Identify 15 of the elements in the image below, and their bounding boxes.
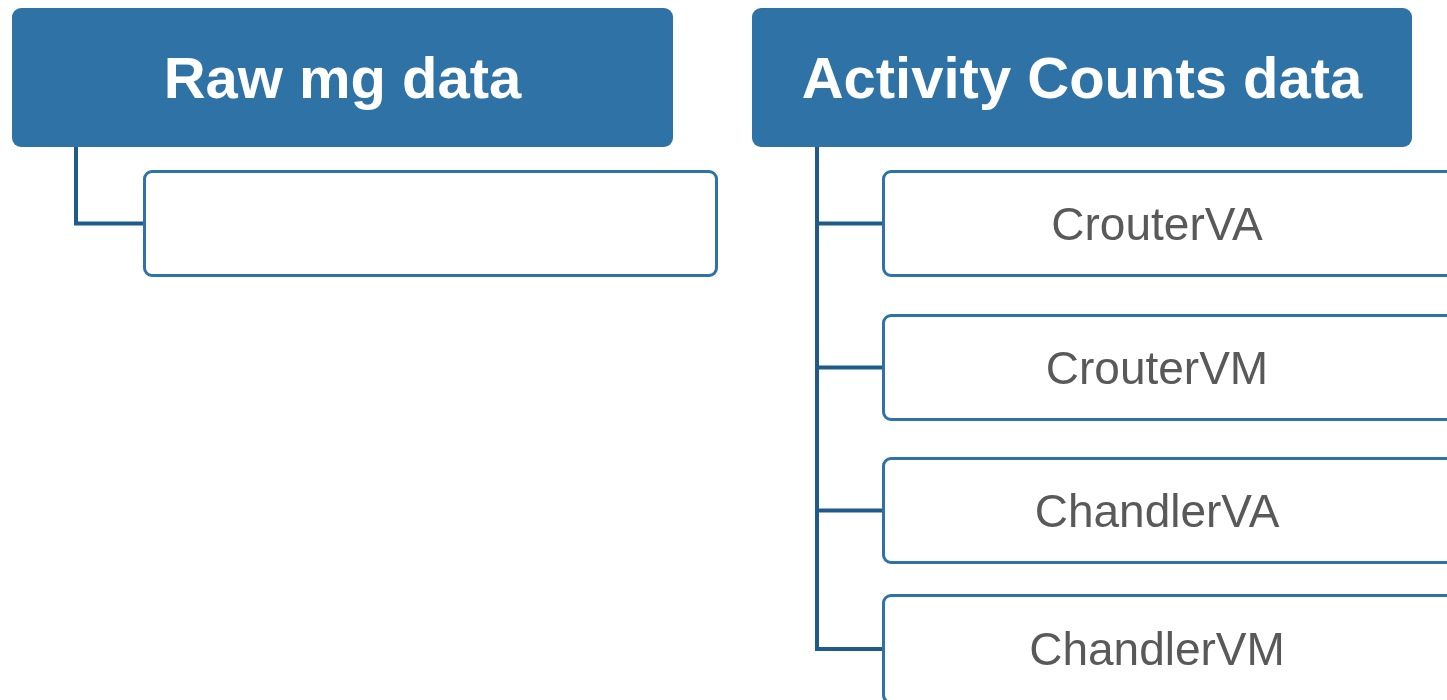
box-label: ChandlerVM bbox=[1029, 622, 1286, 676]
box-label: Raw mg data bbox=[163, 44, 522, 111]
method-box bbox=[143, 170, 718, 277]
connector-line bbox=[74, 147, 143, 226]
method-box bbox=[882, 314, 1447, 421]
box-label: Activity Counts data bbox=[801, 44, 1363, 111]
connector-line bbox=[815, 147, 882, 651]
method-box bbox=[882, 170, 1447, 277]
category-header-box bbox=[752, 8, 1412, 147]
box-label: CrouterVA bbox=[1051, 196, 1264, 251]
method-box bbox=[882, 457, 1447, 564]
box-label: CrouterVM bbox=[1045, 340, 1270, 395]
category-header-box bbox=[12, 8, 673, 147]
box-label: ChandlerVA bbox=[1034, 483, 1281, 538]
method-box bbox=[882, 594, 1447, 700]
